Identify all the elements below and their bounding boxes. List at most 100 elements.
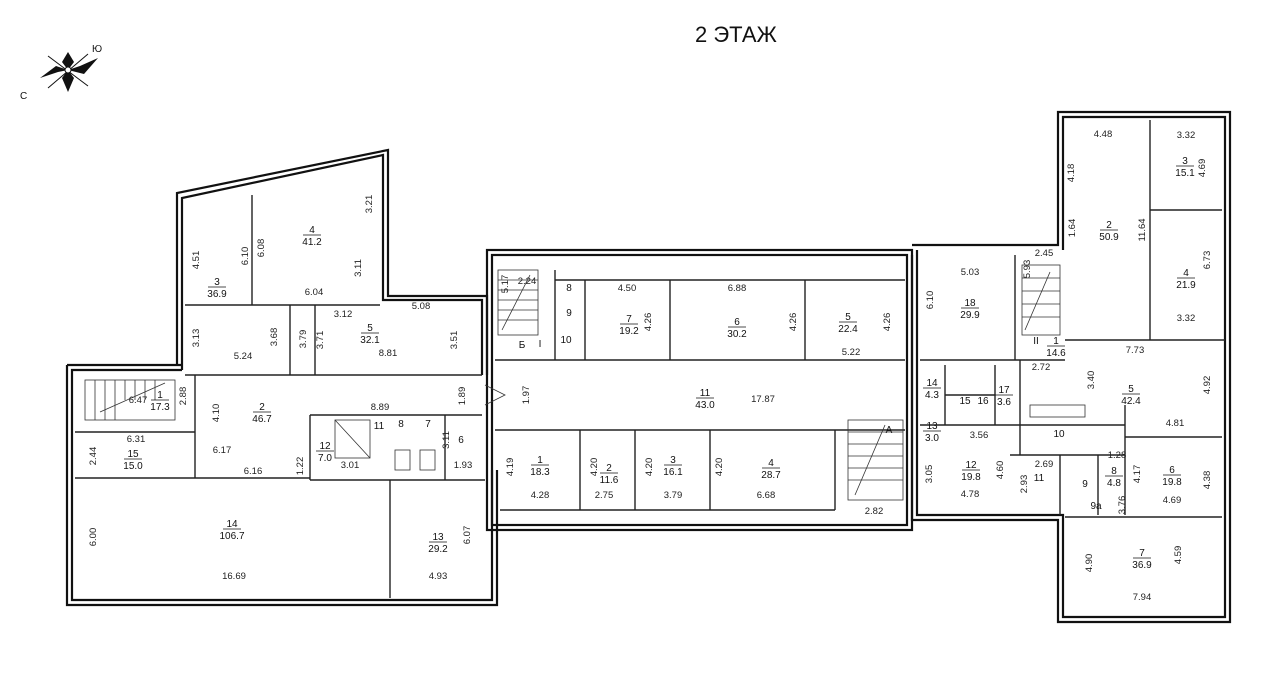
room-number: 7 bbox=[425, 419, 431, 430]
room-label: 630.2 bbox=[727, 317, 747, 340]
dimension-label: 17.87 bbox=[751, 394, 775, 405]
room-label: 9а bbox=[1090, 501, 1102, 512]
dimension-label: 3.71 bbox=[315, 331, 326, 350]
dimension-label: 2.72 bbox=[1032, 362, 1051, 373]
room-number: 10 bbox=[560, 335, 572, 346]
dimension-label: 4.92 bbox=[1202, 376, 1213, 395]
room-label: 144.3 bbox=[923, 378, 941, 401]
room-label: 8 bbox=[566, 283, 572, 294]
dimension-label: 4.38 bbox=[1202, 471, 1213, 490]
room-area: 50.9 bbox=[1099, 232, 1119, 243]
dimension-label: 5.17 bbox=[500, 275, 511, 294]
room-number: 14 bbox=[926, 378, 938, 389]
room-number: 11 bbox=[374, 421, 385, 432]
room-area: 29.2 bbox=[428, 544, 448, 555]
room-area: 16.1 bbox=[663, 467, 683, 478]
room-area: 3.0 bbox=[925, 433, 939, 444]
dimension-label: 1.28 bbox=[1108, 450, 1127, 461]
room-area: 43.0 bbox=[695, 400, 715, 411]
room-label: 11 bbox=[374, 421, 385, 432]
room-area: 4.3 bbox=[925, 390, 939, 401]
room-label: 7 bbox=[425, 419, 431, 430]
floor-title: 2 ЭТАЖ bbox=[695, 22, 778, 47]
dimension-label: 4.60 bbox=[995, 461, 1006, 480]
dimension-label: 3.40 bbox=[1086, 371, 1097, 390]
dimension-label: 4.69 bbox=[1197, 159, 1208, 178]
dimension-label: 3.11 bbox=[441, 431, 452, 449]
dimension-label: 4.93 bbox=[429, 571, 448, 582]
room-number: 12 bbox=[319, 441, 331, 452]
dimension-label: 6.08 bbox=[256, 239, 267, 258]
room-number: 6 bbox=[734, 317, 740, 328]
room-number: А bbox=[886, 425, 893, 436]
dimension-label: 1.93 bbox=[454, 460, 473, 471]
dimension-label: 7.73 bbox=[1126, 345, 1145, 356]
room-area: 14.6 bbox=[1046, 348, 1066, 359]
room-number: 14 bbox=[226, 519, 238, 530]
room-area: 41.2 bbox=[302, 237, 322, 248]
room-area: 7.0 bbox=[318, 453, 332, 464]
dimension-label: 6.31 bbox=[127, 434, 146, 445]
room-label: 84.8 bbox=[1105, 466, 1123, 489]
dimension-label: 4.50 bbox=[618, 283, 637, 294]
compass-north-label: С bbox=[20, 91, 27, 102]
room-number: 3 bbox=[670, 455, 676, 466]
room-label: А bbox=[886, 425, 893, 436]
dimension-label: 1.22 bbox=[295, 457, 306, 476]
room-area: 46.7 bbox=[252, 414, 272, 425]
dimension-label: 4.59 bbox=[1173, 546, 1184, 565]
room-number: 12 bbox=[965, 460, 977, 471]
dimension-label: 3.56 bbox=[970, 430, 989, 441]
room-number: 4 bbox=[1183, 268, 1189, 279]
room-area: 3.6 bbox=[997, 397, 1011, 408]
dimension-label: 6.68 bbox=[757, 490, 776, 501]
dimension-label: 1.97 bbox=[521, 386, 532, 405]
dimension-label: 4.18 bbox=[1066, 164, 1077, 183]
room-area: 106.7 bbox=[219, 531, 244, 542]
room-area: 11.6 bbox=[600, 475, 619, 486]
room-number: 5 bbox=[845, 312, 851, 323]
room-area: 19.8 bbox=[961, 472, 981, 483]
dimension-label: 6.04 bbox=[305, 287, 324, 298]
dimension-label: 4.26 bbox=[882, 313, 893, 332]
room-label: 315.1 bbox=[1175, 156, 1195, 179]
dimension-label: 2.93 bbox=[1019, 475, 1030, 494]
dimension-label: 5.93 bbox=[1022, 260, 1033, 279]
dimension-label: 4.26 bbox=[788, 313, 799, 332]
room-area: 4.8 bbox=[1107, 478, 1121, 489]
room-label: 211.6 bbox=[600, 463, 619, 486]
compass-rose-icon bbox=[40, 52, 98, 92]
room-number: 8 bbox=[398, 419, 404, 430]
room-number: 10 bbox=[1053, 429, 1065, 440]
dimension-label: 3.13 bbox=[191, 329, 202, 348]
room-number: 16 bbox=[977, 396, 989, 407]
room-area: 21.9 bbox=[1176, 280, 1196, 291]
dimension-label: 3.79 bbox=[298, 330, 309, 349]
room-number: 18 bbox=[964, 298, 976, 309]
room-label: 441.2 bbox=[302, 225, 322, 248]
room-number: 7 bbox=[1139, 548, 1145, 559]
room-label: 117.3 bbox=[150, 390, 170, 413]
room-area: 17.3 bbox=[150, 402, 170, 413]
compass-south-label: Ю bbox=[92, 44, 102, 55]
room-label: 6 bbox=[458, 435, 464, 446]
dimension-label: 6.16 bbox=[244, 466, 263, 477]
dimension-label: 1.89 bbox=[457, 387, 468, 406]
room-label: 421.9 bbox=[1176, 268, 1196, 291]
dimension-label: 3.68 bbox=[269, 328, 280, 347]
room-number: 11 bbox=[700, 388, 711, 399]
center-block bbox=[484, 248, 914, 532]
room-label: 10 bbox=[1053, 429, 1065, 440]
dimension-label: 3.51 bbox=[449, 331, 460, 350]
dimension-label: 2.82 bbox=[865, 506, 884, 517]
room-number: 2 bbox=[606, 463, 612, 474]
room-label: 336.9 bbox=[207, 277, 227, 300]
room-label: 9 bbox=[566, 308, 572, 319]
room-area: 22.4 bbox=[838, 324, 858, 335]
room-label: 542.4 bbox=[1121, 384, 1141, 407]
